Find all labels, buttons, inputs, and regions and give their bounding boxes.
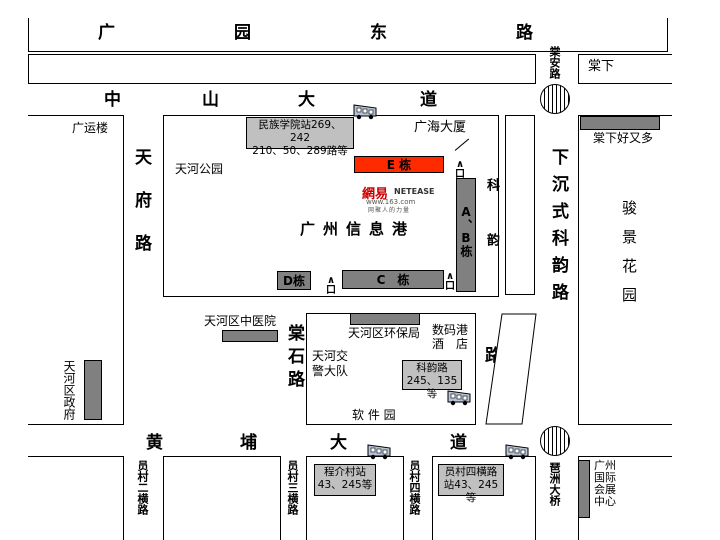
road-label-zhongshan-1: 中 bbox=[104, 90, 121, 110]
roundabout-south bbox=[540, 426, 570, 456]
building-d[interactable]: D栋 bbox=[277, 271, 311, 290]
road-label-huangpu-4: 道 bbox=[450, 433, 467, 453]
bus-stop-keyun-line1: 科韵路 bbox=[416, 362, 448, 374]
place-info-port: 广州信息港 bbox=[300, 220, 416, 238]
place-changxia-haoyouduo: 棠下好又多 bbox=[593, 131, 654, 145]
road-label-xiachen: 下沉式科韵路 bbox=[548, 148, 568, 310]
bus-stop-yuancun4-line1: 员村四横路 bbox=[444, 466, 498, 478]
building-expo-center bbox=[578, 460, 590, 518]
top-strip bbox=[28, 54, 536, 84]
road-label-yuancun3: 员村三横路 bbox=[286, 460, 299, 515]
road-label-changshi: 棠石路 bbox=[284, 324, 304, 393]
bus-stop-yuancun4-line2: 站43、245等 bbox=[443, 479, 499, 504]
bottom-block-5 bbox=[578, 456, 672, 540]
road-label-zhongshan-4: 道 bbox=[420, 90, 437, 110]
place-tcm-hospital: 天河区中医院 bbox=[204, 314, 277, 328]
netease-logo: 網易 NETEASE www.163.com 网聚人的力量 bbox=[360, 183, 440, 214]
netease-logo-cn: 網易 bbox=[362, 187, 389, 202]
road-label-zhongshan-2: 山 bbox=[202, 90, 219, 110]
bus-stop-minzu[interactable]: 民族学院站269、242 210、50、289路等 bbox=[246, 117, 354, 157]
slanted-block bbox=[485, 313, 537, 425]
slanted-block-shape bbox=[485, 313, 537, 425]
place-digital-hotel-2: 酒 店 bbox=[432, 337, 469, 351]
bus-stop-chengjie-line1: 程介村站 bbox=[324, 466, 366, 478]
bus-stop-keyun-line2: 245、135等 bbox=[406, 375, 458, 400]
road-label-huangpu-1: 黄 bbox=[146, 433, 163, 453]
place-epb: 天河区环保局 bbox=[348, 326, 421, 340]
building-tcm-hospital bbox=[222, 330, 278, 342]
road-label-huangpu-3: 大 bbox=[330, 433, 347, 453]
block-junjing bbox=[578, 115, 672, 425]
bottom-block-1 bbox=[28, 456, 124, 540]
road-label-guangyuan-4: 路 bbox=[516, 23, 533, 43]
bus-icon-keyun bbox=[447, 390, 471, 406]
building-ab[interactable] bbox=[456, 178, 476, 292]
road-label-guangyuan-3: 东 bbox=[370, 23, 387, 43]
building-e[interactable]: E 栋 bbox=[354, 156, 444, 173]
entrance-arrow-ab: ∧口 bbox=[445, 271, 455, 292]
building-ab-label: A、B栋 bbox=[459, 205, 473, 257]
block-guangyun bbox=[28, 115, 124, 425]
place-tianhe-park: 天河公园 bbox=[175, 162, 224, 176]
road-label-huangpu-2: 埔 bbox=[240, 433, 257, 453]
road-label-zhouzhou: 琶洲大桥 bbox=[548, 462, 561, 506]
bus-icon-chengjie bbox=[367, 444, 391, 460]
building-changxia-haoyouduo bbox=[580, 116, 660, 130]
roundabout-north bbox=[540, 84, 570, 114]
top-block bbox=[28, 18, 668, 52]
road-label-keyun-north: 科韵 bbox=[484, 178, 499, 288]
place-guangyun: 广运楼 bbox=[72, 121, 109, 135]
place-traffic-police-2: 警大队 bbox=[312, 364, 349, 378]
block-keyun-strip bbox=[505, 115, 535, 295]
place-guanghai: 广海大厦 bbox=[414, 120, 467, 135]
place-digital-hotel-1: 数码港 bbox=[432, 323, 469, 337]
bus-icon-yuancun4 bbox=[505, 444, 529, 460]
place-junjing: 骏景花园 bbox=[620, 200, 638, 316]
road-label-guangyuan-1: 广 bbox=[98, 23, 115, 43]
bus-stop-chengjie[interactable]: 程介村站 43、245等 bbox=[314, 464, 376, 496]
bus-stop-chengjie-line2: 43、245等 bbox=[317, 479, 373, 491]
building-district-gov bbox=[84, 360, 102, 420]
road-label-yuancun4: 员村四横路 bbox=[408, 460, 421, 515]
place-changxia: 棠下 bbox=[588, 59, 615, 74]
entrance-arrow-e: ∧口 bbox=[455, 159, 465, 180]
road-label-tianfu: 天府路 bbox=[131, 148, 151, 277]
bottom-block-2 bbox=[163, 456, 281, 540]
place-expo-center: 广州国际会展中心 bbox=[594, 459, 616, 508]
road-label-changan: 棠安路 bbox=[548, 46, 561, 79]
bus-stop-minzu-line2: 210、50、289路等 bbox=[252, 145, 348, 157]
netease-logo-slogan: 网聚人的力量 bbox=[368, 207, 411, 214]
building-epb bbox=[350, 313, 420, 325]
bus-stop-minzu-line1: 民族学院站269、242 bbox=[258, 119, 342, 144]
road-label-guangyuan-2: 园 bbox=[234, 23, 251, 43]
netease-logo-url: www.163.com bbox=[366, 198, 416, 206]
entrance-arrow-d: ∧口 bbox=[326, 275, 336, 296]
bus-stop-yuancun4[interactable]: 员村四横路 站43、245等 bbox=[438, 464, 504, 504]
place-traffic-police-1: 天河交 bbox=[312, 349, 349, 363]
netease-logo-en: NETEASE bbox=[394, 187, 435, 196]
changxia-block bbox=[578, 54, 672, 84]
road-label-zhongshan-3: 大 bbox=[298, 90, 315, 110]
place-software-park: 软 件 园 bbox=[352, 408, 396, 422]
place-district-gov: 天河区政府 bbox=[62, 360, 76, 420]
building-c[interactable]: C 栋 bbox=[342, 270, 444, 289]
road-label-yuancun2: 员村二横路 bbox=[136, 460, 149, 515]
bus-stop-keyun[interactable]: 科韵路 245、135等 bbox=[402, 360, 462, 400]
bus-icon-minzu bbox=[353, 104, 377, 120]
